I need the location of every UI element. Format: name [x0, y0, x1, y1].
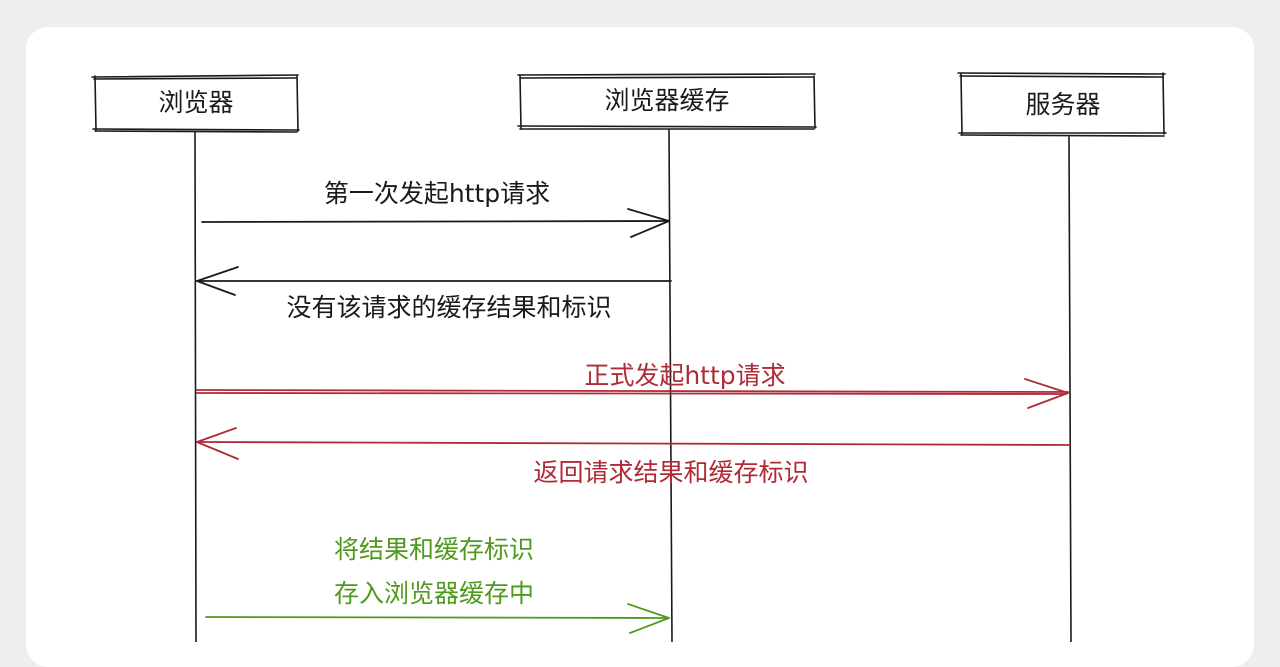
- sequence-diagram: 浏览器 浏览器缓存 服务器: [91, 72, 1167, 642]
- actor-server: 服务器: [957, 72, 1167, 137]
- message-2-arrow: [196, 266, 672, 296]
- message-1-arrow: [201, 208, 670, 238]
- server-lifeline: [1068, 136, 1072, 642]
- message-5-arrow: [205, 603, 670, 634]
- message-3-arrow: [196, 378, 1069, 409]
- message-5-label-line-2: 存入浏览器缓存中: [334, 579, 534, 608]
- message-1: 第一次发起http请求: [201, 179, 670, 238]
- actor-server-label: 服务器: [1025, 90, 1100, 119]
- message-2-label: 没有该请求的缓存结果和标识: [286, 293, 611, 322]
- message-3: 正式发起http请求: [196, 361, 1069, 409]
- actor-cache-label: 浏览器缓存: [604, 86, 729, 115]
- message-4: 返回请求结果和缓存标识: [196, 427, 1071, 487]
- actor-browser-label: 浏览器: [158, 88, 233, 117]
- message-4-arrow: [196, 427, 1071, 460]
- actor-server-box: [957, 72, 1167, 137]
- cache-lifeline: [668, 129, 673, 642]
- actor-browser: 浏览器: [91, 74, 300, 133]
- message-2: 没有该请求的缓存结果和标识: [196, 266, 672, 322]
- message-5: 将结果和缓存标识 存入浏览器缓存中: [205, 535, 670, 634]
- message-3-label: 正式发起http请求: [584, 361, 785, 390]
- actor-cache: 浏览器缓存: [517, 73, 817, 130]
- message-4-label: 返回请求结果和缓存标识: [533, 458, 808, 487]
- actor-cache-box: [517, 73, 817, 130]
- message-1-label: 第一次发起http请求: [324, 179, 550, 208]
- message-5-label-line-1: 将结果和缓存标识: [334, 535, 534, 564]
- actor-browser-box: [91, 74, 300, 133]
- browser-lifeline: [194, 131, 197, 642]
